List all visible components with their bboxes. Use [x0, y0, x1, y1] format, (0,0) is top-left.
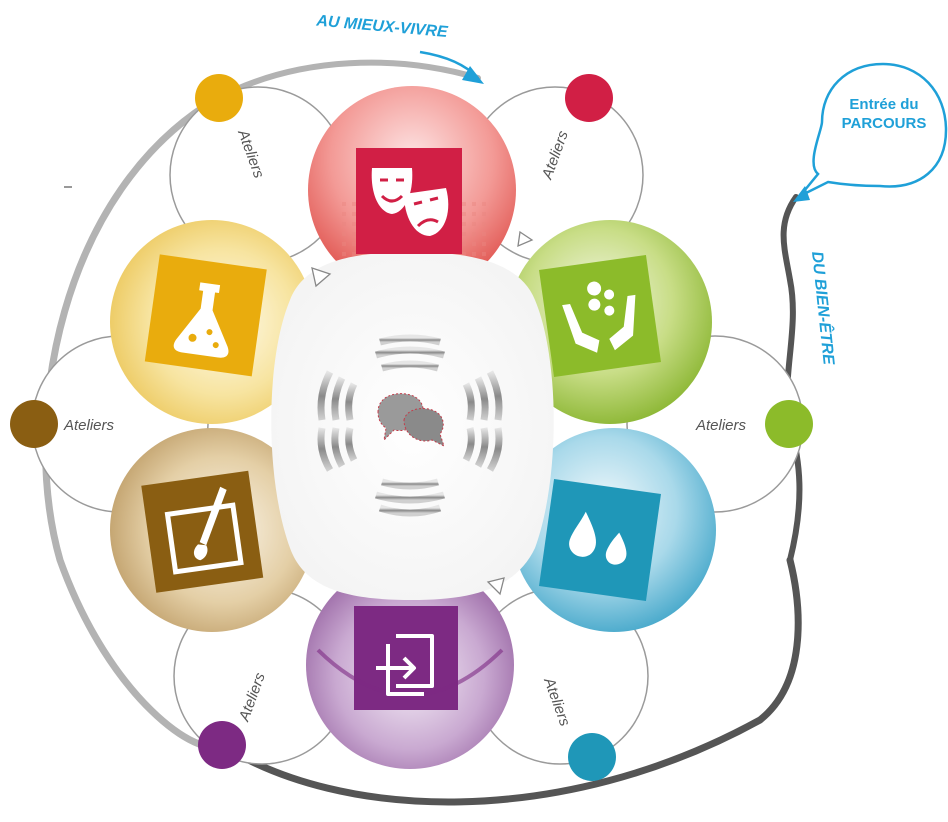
entry-bubble-line2: PARCOURS	[842, 115, 927, 132]
flask-icon	[173, 282, 229, 358]
journey-track	[42, 59, 803, 806]
node-theatre	[565, 74, 613, 122]
node-science	[195, 74, 243, 122]
science-module-icon	[144, 254, 267, 377]
entrance-door-icon	[376, 634, 434, 696]
du-bien-etre-label: DU BIEN-ÊTRE	[808, 250, 839, 366]
au-mieux-vivre-label: AU MIEUX-VIVRE	[315, 13, 450, 42]
water-drops-icon	[569, 511, 627, 565]
nature-module-icon	[539, 255, 661, 377]
track-bottom-arc	[218, 556, 802, 806]
node-entrance	[198, 721, 246, 769]
node-water	[568, 733, 616, 781]
chat-bubbles-icon	[377, 393, 445, 447]
amphitheatre-arcs	[317, 334, 503, 517]
connector-chevrons	[311, 230, 534, 596]
node-nature	[765, 400, 813, 448]
track-top-arc	[215, 59, 481, 101]
workshop-label-right: Ateliers	[695, 417, 747, 434]
track-nodes	[10, 74, 813, 781]
top-arrow-head	[462, 66, 484, 84]
theatre-module-icon	[356, 148, 462, 254]
entry-bubble-shape	[799, 62, 948, 198]
central-hub	[271, 252, 554, 600]
arts-module-icon	[141, 470, 264, 593]
paint-brush-icon	[164, 486, 244, 575]
node-arts	[10, 400, 58, 448]
theatre-masks-icon	[371, 168, 449, 236]
workshop-label-left: Ateliers	[63, 417, 115, 434]
entry-bubble-line1: Entrée du	[849, 96, 918, 113]
water-module-icon	[539, 479, 661, 601]
track-right-side	[780, 194, 803, 563]
entry-arrow-head	[793, 186, 810, 202]
hands-seeds-icon	[562, 281, 636, 353]
track-outer-left	[42, 94, 226, 751]
entry-bubble: Entrée du PARCOURS	[793, 62, 948, 202]
module-icons	[141, 148, 661, 710]
entrance-module-icon	[316, 606, 504, 710]
